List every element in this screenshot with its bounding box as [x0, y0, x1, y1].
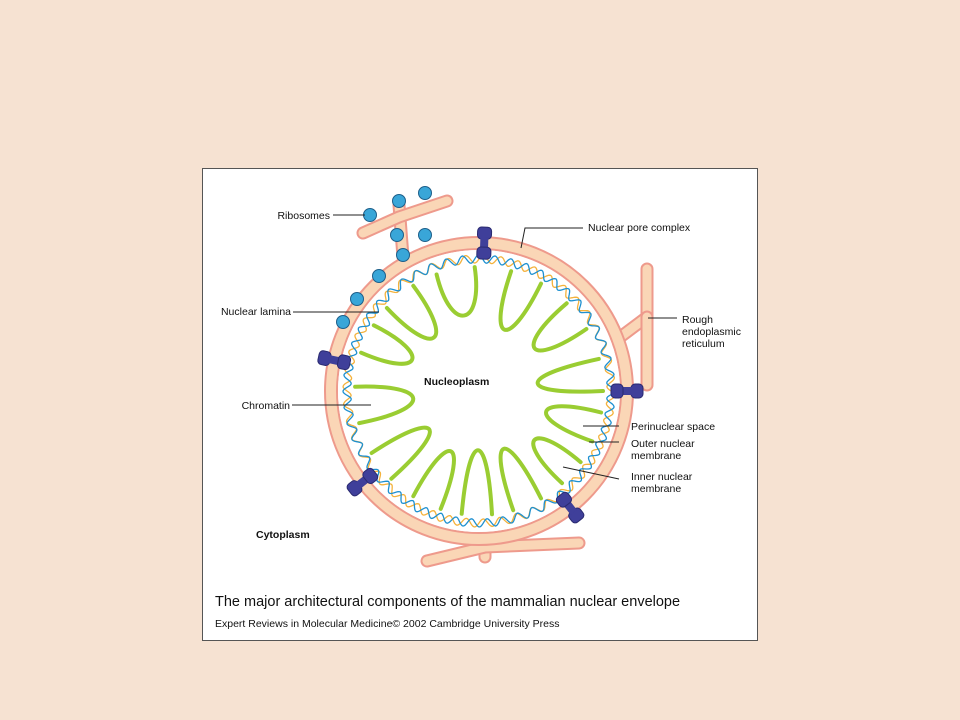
chromatin-loop-1: [434, 265, 479, 318]
label-chromatin: Chromatin: [242, 400, 291, 412]
label-rough-er-line3: reticulum: [682, 338, 725, 350]
nuclear-lamina: [342, 254, 616, 528]
chromatin-loop-9: [411, 449, 456, 511]
ribosome-7: [372, 269, 386, 283]
pore-left-inner: [336, 354, 352, 371]
label-nuclear-pore-complex: Nuclear pore complex: [588, 222, 691, 234]
chromatin-loop-7: [498, 446, 543, 513]
ribosome-5: [418, 228, 432, 242]
label-outer-membrane: Outer nuclear membrane: [631, 438, 698, 462]
pore-top-inner: [476, 246, 492, 260]
label-rough-er: Rough endoplasmic reticulum: [682, 314, 744, 350]
chromatin-loop-8: [459, 448, 494, 517]
ribosome-2: [392, 194, 406, 208]
pore-lower-right-inner: [555, 491, 573, 508]
nuclear-envelope-diagram: Ribosomes Nuclear pore complex Nuclear l…: [221, 186, 744, 568]
lamina-strand-blue: [342, 254, 616, 528]
label-leaders: [292, 214, 677, 480]
label-rough-er-line2: endoplasmic: [682, 326, 741, 338]
pore-right-channel: [621, 387, 633, 395]
chromatin-loop-12: [359, 323, 415, 366]
label-nucleoplasm: Nucleoplasm: [424, 376, 489, 388]
ribosome-3: [418, 186, 432, 200]
lamina-strand-orange: [342, 254, 616, 528]
figure-panel: Ribosomes Nuclear pore complex Nuclear l…: [202, 168, 758, 641]
ribosome-6: [396, 248, 410, 262]
er-branch-bottom-arms: [422, 538, 584, 566]
pore-right-inner: [610, 383, 624, 399]
label-cytoplasm: Cytoplasm: [256, 529, 310, 541]
ribosome-8: [350, 292, 364, 306]
pore-lower-left: [346, 467, 379, 497]
label-inner-membrane-line2: membrane: [631, 483, 681, 495]
label-nuclear-lamina: Nuclear lamina: [221, 306, 291, 318]
nuclear-pores: [317, 226, 644, 524]
figure-credit: Expert Reviews in Molecular Medicine© 20…: [215, 618, 560, 630]
chromatin-loop-10: [369, 425, 432, 481]
chromatin-loop-2: [498, 269, 543, 332]
chromatin-loop-11: [353, 384, 416, 426]
pore-top: [476, 226, 493, 260]
chromatin-loop-3: [531, 301, 589, 353]
pore-left: [317, 350, 352, 371]
chromatin: [353, 265, 605, 517]
chromatin-loop-4: [535, 356, 605, 394]
endoplasmic-reticulum: [356, 194, 654, 568]
pore-right: [610, 383, 644, 399]
chromatin-loop-6: [531, 436, 583, 486]
pore-lower-right: [555, 491, 585, 524]
label-ribosomes: Ribosomes: [277, 210, 330, 222]
leader-inner-membrane: [562, 466, 620, 480]
ribosome-9: [336, 315, 350, 329]
pore-lower-left-inner: [362, 467, 379, 485]
chromatin-loop-13: [384, 283, 439, 341]
label-rough-er-line1: Rough: [682, 314, 713, 326]
figure-caption: The major architectural components of th…: [215, 594, 681, 610]
label-outer-membrane-line1: Outer nuclear: [631, 438, 695, 450]
label-outer-membrane-line2: membrane: [631, 450, 681, 462]
er-branch-top-arms: [358, 196, 452, 238]
chromatin-loop-5: [544, 404, 604, 444]
label-inner-membrane: Inner nuclear membrane: [631, 471, 695, 495]
ribosome-1: [363, 208, 377, 222]
leader-nuclear-pore: [520, 227, 583, 249]
label-inner-membrane-line1: Inner nuclear: [631, 471, 693, 483]
pore-top-channel: [479, 236, 489, 250]
label-perinuclear-space: Perinuclear space: [631, 421, 715, 433]
ribosome-4: [390, 228, 404, 242]
